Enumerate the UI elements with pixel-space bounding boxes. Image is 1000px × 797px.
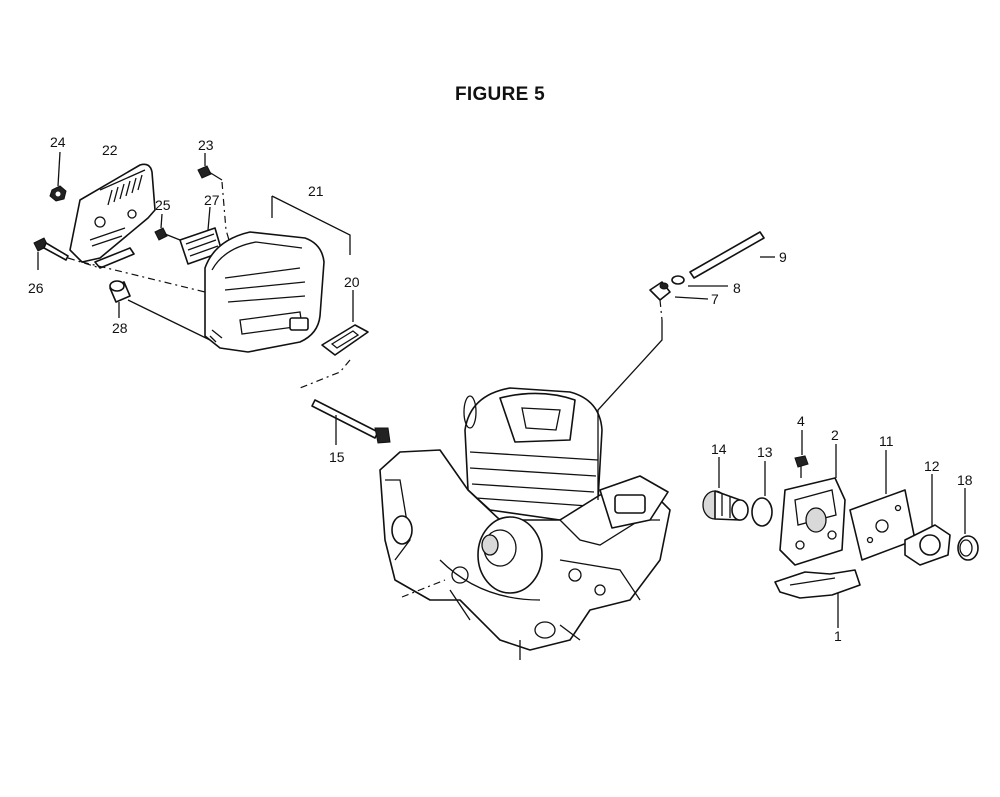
callout-1: 1	[834, 628, 842, 644]
callout-18: 18	[957, 472, 973, 488]
part-o-ring-8[interactable]	[671, 275, 685, 285]
callout-2: 2	[831, 427, 839, 443]
part-gasket-1[interactable]	[774, 569, 861, 599]
callout-26: 26	[28, 280, 44, 296]
callout-21: 21	[308, 183, 324, 199]
callout-14: 14	[711, 441, 727, 457]
part-flange-12[interactable]	[904, 524, 951, 566]
part-bolt-15[interactable]	[311, 399, 391, 444]
figure-title: FIGURE 5	[454, 84, 546, 105]
callout-4: 4	[797, 413, 805, 429]
part-engine-crankcase	[379, 387, 671, 660]
part-bolt-26[interactable]	[33, 237, 69, 261]
part-ring-18[interactable]	[957, 535, 979, 561]
callout-25: 25	[155, 197, 171, 213]
part-screw-25[interactable]	[154, 227, 181, 241]
part-elbow-fitting-7[interactable]	[649, 281, 671, 301]
part-nut-24[interactable]	[49, 185, 67, 202]
callout-15: 15	[329, 449, 345, 465]
part-intake-boot-14[interactable]	[702, 490, 749, 521]
callout-20: 20	[344, 274, 360, 290]
part-spacer-28[interactable]	[109, 280, 131, 303]
part-muffler-body[interactable]	[204, 231, 325, 353]
part-screw-4[interactable]	[794, 455, 809, 478]
callout-27: 27	[204, 192, 220, 208]
callout-8: 8	[733, 280, 741, 296]
callout-23: 23	[198, 137, 214, 153]
callout-12: 12	[924, 458, 940, 474]
part-screw-23[interactable]	[197, 165, 223, 181]
callout-11: 11	[879, 433, 894, 449]
callout-28: 28	[112, 320, 128, 336]
callout-9: 9	[779, 249, 787, 265]
callout-24: 24	[50, 134, 66, 150]
part-insulator-block-2[interactable]	[779, 477, 846, 566]
part-muffler-gasket-20[interactable]	[321, 324, 369, 356]
callout-22: 22	[102, 142, 118, 158]
part-o-ring-13[interactable]	[751, 497, 773, 527]
callout-7: 7	[711, 291, 719, 307]
part-hose-9[interactable]	[689, 231, 765, 279]
callout-13: 13	[757, 444, 773, 460]
part-heat-shield-plate[interactable]	[69, 163, 156, 269]
